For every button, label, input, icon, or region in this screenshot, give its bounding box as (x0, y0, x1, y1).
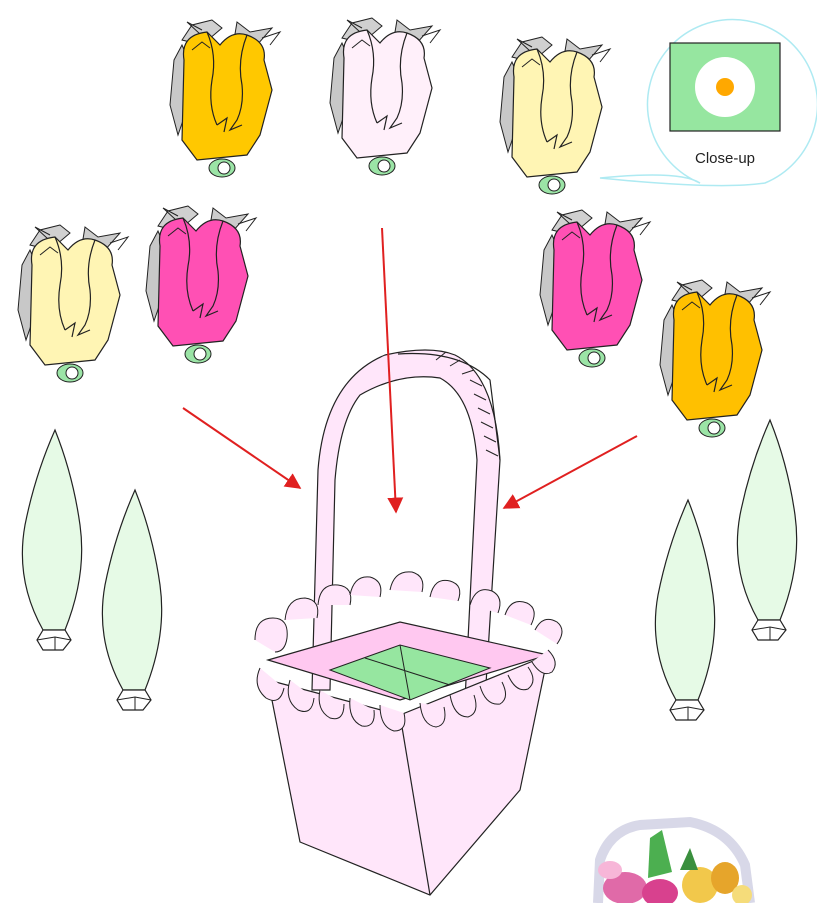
closeup-label: Close-up (695, 150, 755, 167)
tulip-pink (146, 206, 256, 363)
closeup-callout: Close-up (600, 19, 817, 185)
leaf (737, 420, 796, 640)
tulip-white (330, 18, 440, 175)
leaf (22, 430, 81, 650)
tulip-cream (18, 225, 128, 382)
arrow-left (183, 408, 300, 488)
tulip-cream (500, 37, 610, 194)
tulip-pink (540, 210, 650, 367)
basket (255, 350, 562, 895)
closeup-center-dot (716, 78, 734, 96)
tulip-orange (170, 20, 280, 177)
leaf (655, 500, 714, 720)
leaf (102, 490, 161, 710)
tulip-gold (660, 280, 770, 437)
arrow-right (504, 436, 637, 508)
finished-basket-preview (598, 822, 752, 903)
